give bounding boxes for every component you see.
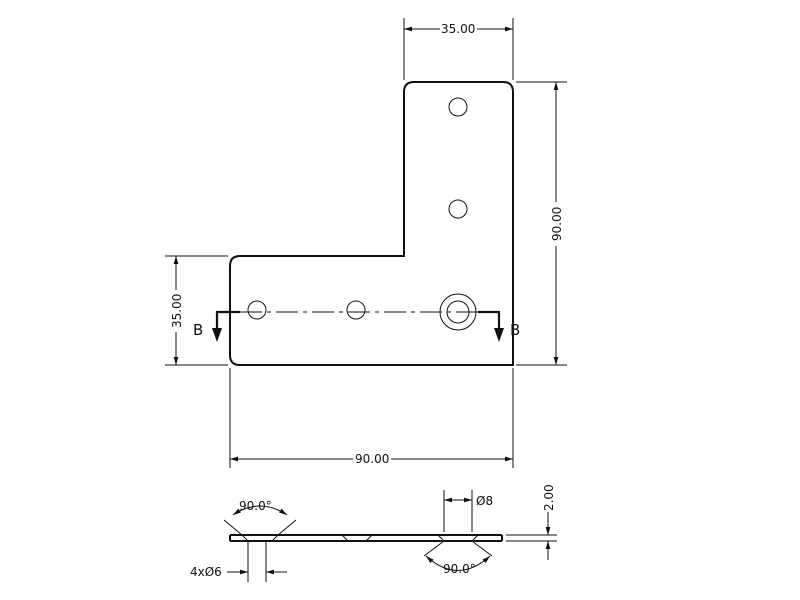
hole-bottom-middle	[346, 300, 366, 320]
section-label-left: B	[193, 321, 203, 339]
dimension-leg-height-value: 35.00	[170, 294, 184, 328]
dimension-countersink-right: 90.0°	[423, 540, 493, 576]
dimension-countersink-left: 90.0°	[223, 499, 297, 536]
dimension-hole-count: 4xØ6	[190, 541, 287, 582]
dimension-hole-diameter: Ø8	[443, 490, 493, 532]
bracket-outline	[229, 81, 514, 366]
section-arrow-right	[494, 328, 504, 342]
hole-bottom-left	[247, 300, 267, 320]
hole-middle	[448, 199, 468, 219]
dimension-total-height: 90.00	[516, 81, 567, 366]
dimension-total-width: 90.00	[229, 368, 514, 468]
section-view	[229, 534, 503, 542]
dimension-top-width: 35.00	[403, 18, 514, 80]
dimension-countersink-right-value: 90.0°	[443, 562, 476, 576]
hole-top	[448, 97, 468, 117]
section-line-bb: B B	[193, 310, 520, 342]
dimension-hole-count-value: 4xØ6	[190, 565, 222, 579]
dimension-total-height-value: 90.00	[550, 207, 564, 241]
dimension-top-width-value: 35.00	[441, 22, 475, 36]
bracket-plan-view	[229, 81, 514, 366]
section-arrow-left	[212, 328, 222, 342]
dimension-thickness-value: 2.00	[542, 484, 556, 511]
dimension-leg-height: 35.00	[165, 255, 228, 366]
dimension-thickness: 2.00	[506, 484, 557, 560]
dimension-countersink-left-value: 90.0°	[239, 499, 272, 513]
section-label-right: B	[510, 321, 520, 339]
dimension-total-width-value: 90.00	[355, 452, 389, 466]
dimension-hole-diameter-value: Ø8	[476, 494, 493, 508]
